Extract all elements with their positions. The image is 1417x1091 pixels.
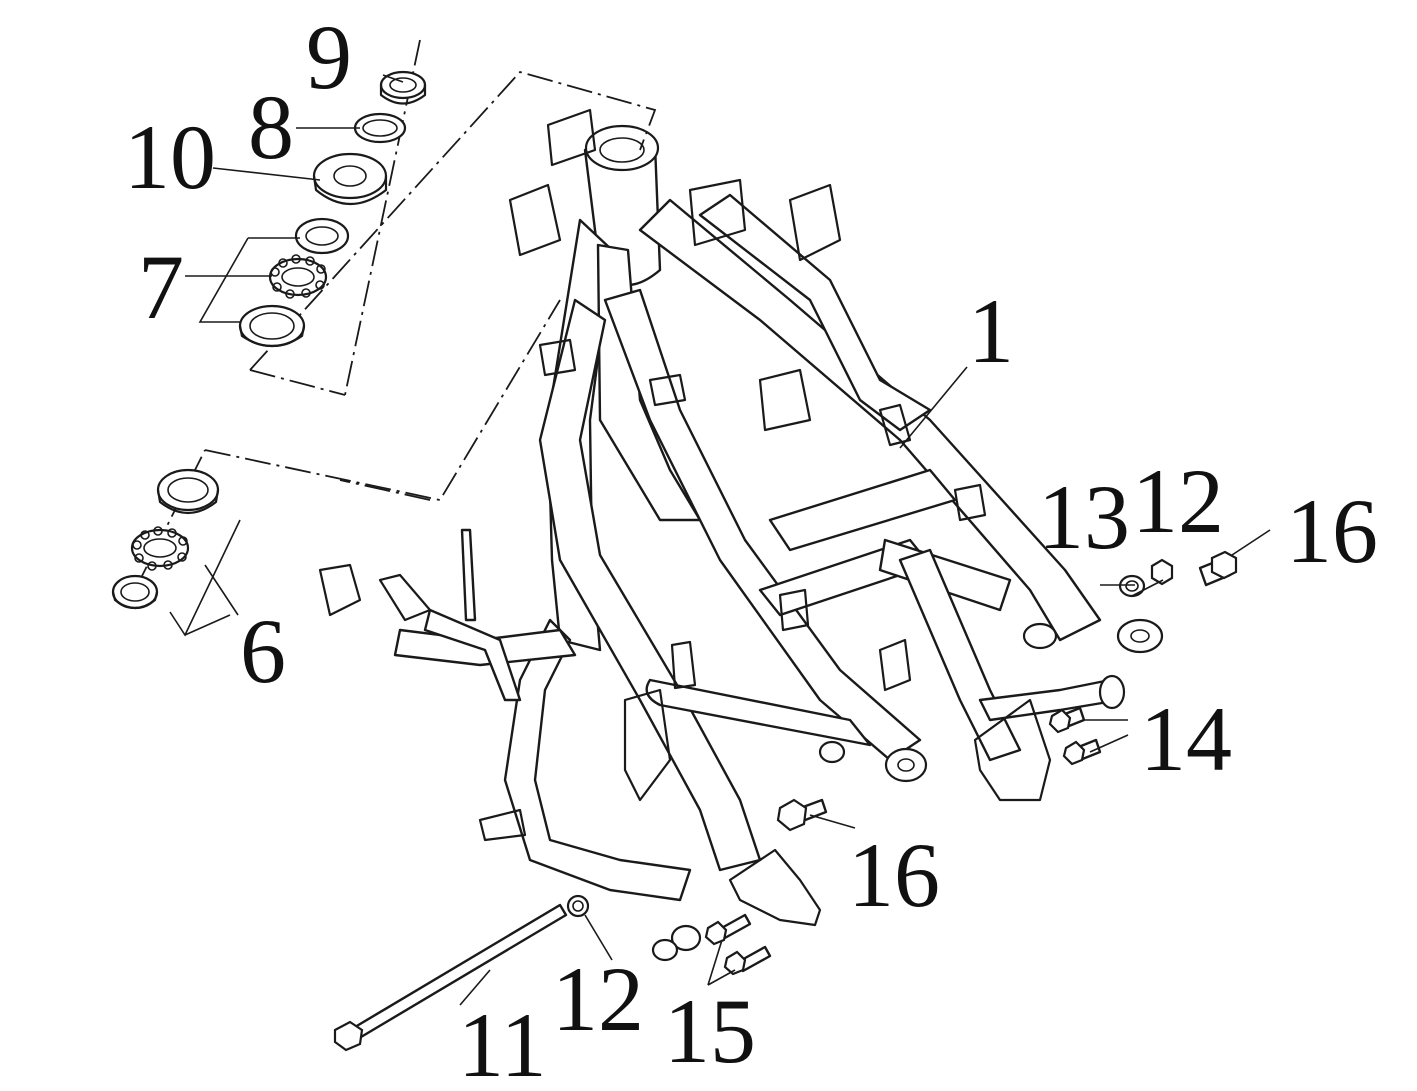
- label-part-9: 9: [306, 6, 352, 108]
- label-part-12-right: 12: [1132, 450, 1224, 552]
- steering-bearing-stack-lower: [111, 468, 220, 610]
- callout-labels: 9 8 10 7 6 1 13 12 16 14 16 11 12 15: [124, 6, 1378, 1091]
- label-part-6: 6: [240, 600, 286, 702]
- label-part-13: 13: [1038, 466, 1130, 568]
- label-part-8: 8: [248, 76, 294, 178]
- leader-lines: [169, 74, 1271, 1006]
- label-part-1: 1: [968, 280, 1014, 382]
- label-part-16-right: 16: [1286, 480, 1378, 582]
- label-part-15: 15: [664, 980, 756, 1082]
- label-part-10: 10: [124, 106, 216, 208]
- label-part-14: 14: [1140, 688, 1232, 790]
- label-part-11: 11: [458, 994, 547, 1091]
- label-part-12-bottom: 12: [552, 948, 644, 1050]
- label-part-16-mid: 16: [848, 824, 940, 926]
- fasteners: [333, 550, 1238, 1052]
- main-frame: [318, 108, 1164, 962]
- label-part-7: 7: [138, 236, 184, 338]
